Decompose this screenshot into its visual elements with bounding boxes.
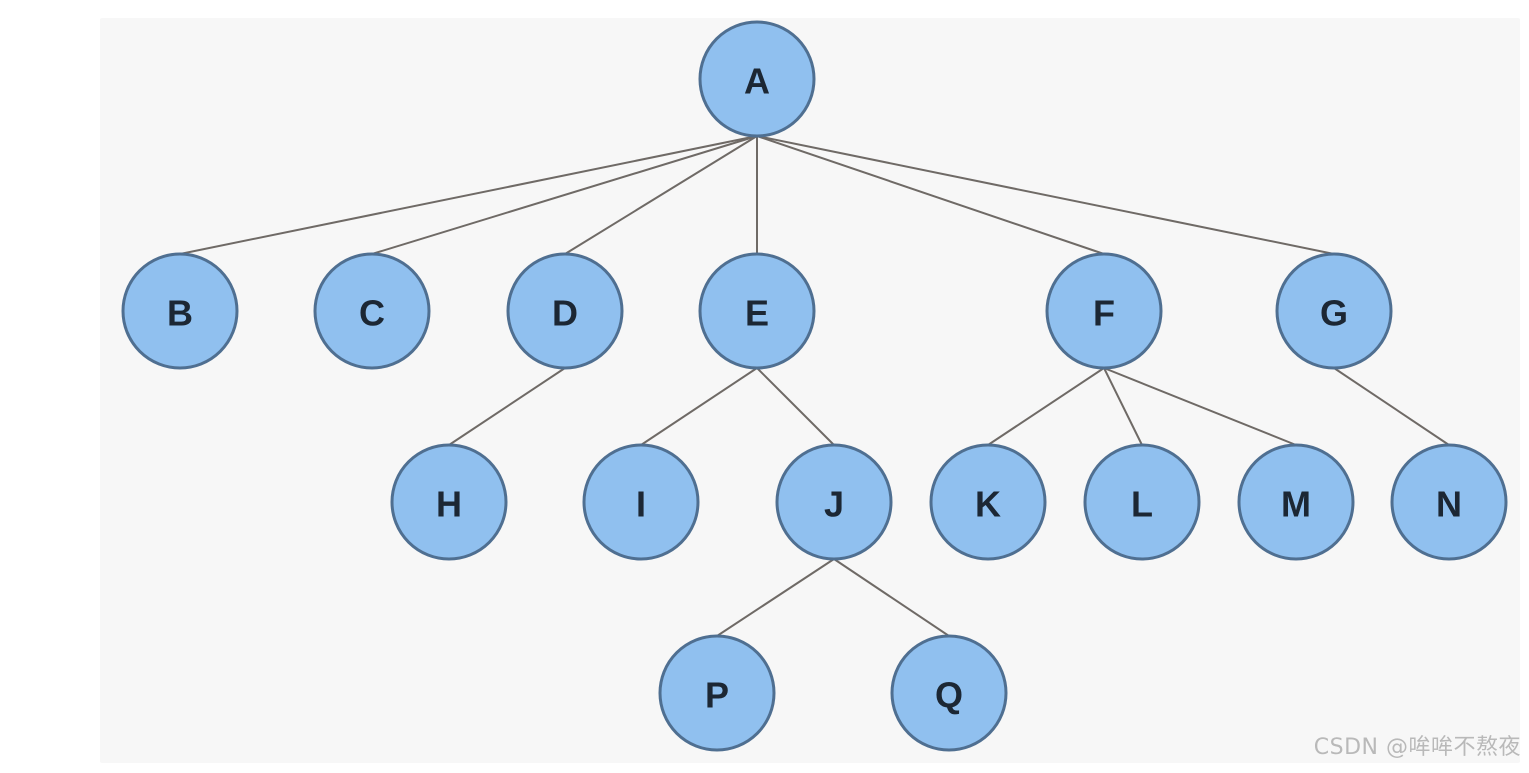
node-n: N — [1390, 443, 1508, 561]
node-circle — [390, 443, 508, 561]
edge-a-f — [756, 135, 1105, 255]
node-a: A — [698, 20, 816, 138]
watermark-text: CSDN @哞哞不熬夜 — [1313, 735, 1521, 760]
edge-a-b — [179, 135, 758, 255]
edge-f-l — [1103, 367, 1143, 446]
node-label: J — [824, 484, 844, 525]
node-label: F — [1093, 293, 1115, 334]
edge-f-k — [987, 367, 1105, 446]
node-b: B — [121, 252, 239, 370]
edge-d-h — [448, 367, 566, 446]
node-circle — [890, 634, 1008, 752]
node-circle — [1045, 252, 1163, 370]
node-l: L — [1083, 443, 1201, 561]
edge-a-g — [756, 135, 1335, 255]
node-label: L — [1131, 484, 1153, 525]
node-circle — [1390, 443, 1508, 561]
node-circle — [929, 443, 1047, 561]
node-circle — [1237, 443, 1355, 561]
node-p: P — [658, 634, 776, 752]
edge-e-j — [756, 367, 835, 446]
node-label: N — [1436, 484, 1462, 525]
edge-a-c — [371, 135, 758, 255]
edge-f-m — [1103, 367, 1297, 446]
node-circle — [1083, 443, 1201, 561]
node-circle — [775, 443, 893, 561]
node-circle — [698, 20, 816, 138]
edge-e-i — [640, 367, 758, 446]
node-label: P — [705, 675, 729, 716]
node-circle — [121, 252, 239, 370]
node-label: E — [745, 293, 769, 334]
node-i: I — [582, 443, 700, 561]
node-circle — [506, 252, 624, 370]
edge-j-p — [716, 558, 835, 637]
node-circle — [313, 252, 431, 370]
node-label: D — [552, 293, 578, 334]
node-label: C — [359, 293, 385, 334]
node-e: E — [698, 252, 816, 370]
nodes-layer: A B C D E F G H I J K L M N P Q — [121, 20, 1508, 752]
node-f: F — [1045, 252, 1163, 370]
edges-layer — [179, 135, 1450, 637]
node-label: K — [975, 484, 1001, 525]
node-circle — [658, 634, 776, 752]
node-label: Q — [935, 675, 963, 716]
node-circle — [698, 252, 816, 370]
edge-j-q — [833, 558, 950, 637]
node-g: G — [1275, 252, 1393, 370]
node-m: M — [1237, 443, 1355, 561]
edge-g-n — [1333, 367, 1450, 446]
node-q: Q — [890, 634, 1008, 752]
node-c: C — [313, 252, 431, 370]
node-label: B — [167, 293, 193, 334]
node-label: M — [1281, 484, 1311, 525]
node-k: K — [929, 443, 1047, 561]
node-d: D — [506, 252, 624, 370]
node-label: I — [636, 484, 646, 525]
node-circle — [582, 443, 700, 561]
diagram-background — [100, 18, 1520, 763]
edge-a-d — [564, 135, 758, 255]
node-label: H — [436, 484, 462, 525]
node-label: A — [744, 61, 770, 102]
node-h: H — [390, 443, 508, 561]
node-j: J — [775, 443, 893, 561]
node-label: G — [1320, 293, 1348, 334]
node-circle — [1275, 252, 1393, 370]
